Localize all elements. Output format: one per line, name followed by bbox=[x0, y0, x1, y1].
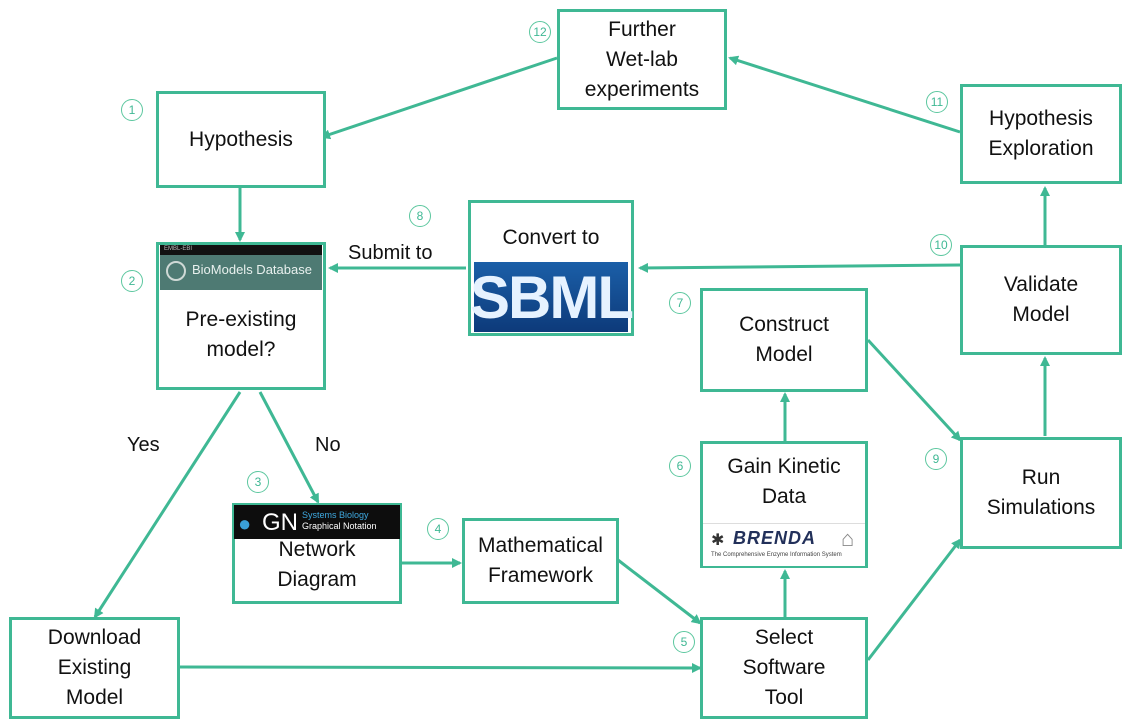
sbgn-icon: ● bbox=[238, 511, 252, 536]
biomodels-text: BioModels Database bbox=[192, 262, 312, 277]
arrow-exploration-to-wetlab bbox=[728, 55, 961, 134]
step-number-1: 1 bbox=[121, 99, 143, 121]
biomodels-top-text: EMBL-EBI bbox=[164, 246, 193, 252]
brenda-tower-icon: ⌂ bbox=[841, 526, 855, 551]
sbgn-line1: Systems Biology bbox=[302, 510, 369, 520]
run-simulations-label: Run Simulations bbox=[986, 466, 1096, 519]
biomodels-logo: EMBL-EBI BioModels Database bbox=[160, 245, 322, 290]
validate-label: Validate Model bbox=[1003, 273, 1079, 326]
construct-label: Construct Model bbox=[739, 313, 829, 366]
step-number-4: 4 bbox=[427, 518, 449, 540]
pre-existing-label: Pre-existing model? bbox=[185, 308, 297, 361]
biomodels-icon bbox=[166, 261, 186, 281]
arrow-construct-to-run bbox=[866, 338, 962, 442]
run-simulations-box: Run Simulations bbox=[960, 437, 1122, 549]
arrow-validate-to-sbml bbox=[638, 262, 961, 273]
validate-box: Validate Model bbox=[960, 245, 1122, 355]
step-number-2: 2 bbox=[121, 270, 143, 292]
math-framework-box: Mathematical Framework bbox=[462, 518, 619, 604]
wetlab-label: Further Wet-lab experiments bbox=[584, 17, 700, 101]
sbml-logo: SBML bbox=[470, 262, 634, 332]
brenda-icon: ✱ bbox=[711, 532, 725, 549]
download-model-box: Download Existing Model bbox=[9, 617, 180, 719]
arrow-wetlab-to-hypothesis bbox=[320, 56, 558, 140]
step-number-9: 9 bbox=[925, 448, 947, 470]
arrow-select-to-run bbox=[866, 538, 962, 661]
brenda-logo: ✱ BRENDA The Comprehensive Enzyme Inform… bbox=[703, 523, 865, 566]
step-number-12: 12 bbox=[529, 21, 551, 43]
convert-label: Convert to bbox=[502, 226, 600, 249]
no-label: No bbox=[315, 434, 341, 456]
arrow-no-to-network bbox=[258, 391, 320, 504]
step-number-5: 5 bbox=[673, 631, 695, 653]
step-number-6: 6 bbox=[669, 455, 691, 477]
step-number-8: 8 bbox=[409, 205, 431, 227]
wetlab-box: Further Wet-lab experiments bbox=[557, 9, 727, 110]
submit-to-label: Submit to bbox=[348, 242, 433, 264]
network-diagram-label: Network Diagram bbox=[277, 538, 357, 591]
hypothesis-label: Hypothesis bbox=[189, 127, 293, 151]
hypothesis-box: Hypothesis bbox=[156, 91, 326, 188]
arrow-yes-to-download bbox=[93, 391, 242, 619]
arrow-math-to-select bbox=[617, 558, 702, 625]
step-number-10: 10 bbox=[930, 234, 952, 256]
select-software-label: Select Software Tool bbox=[742, 626, 826, 709]
brenda-subtitle: The Comprehensive Enzyme Information Sys… bbox=[711, 552, 842, 558]
download-model-label: Download Existing Model bbox=[47, 626, 142, 709]
hypothesis-exploration-box: Hypothesis Exploration bbox=[960, 84, 1122, 184]
yes-label: Yes bbox=[127, 434, 160, 456]
step-number-11: 11 bbox=[926, 91, 948, 113]
construct-box: Construct Model bbox=[700, 288, 868, 392]
gain-kinetic-label: Gain Kinetic Data bbox=[727, 455, 841, 508]
step-number-7: 7 bbox=[669, 292, 691, 314]
hypothesis-exploration-label: Hypothesis Exploration bbox=[988, 107, 1094, 160]
sbgn-line2: Graphical Notation bbox=[302, 521, 377, 531]
sbgn-main-text: GN bbox=[262, 509, 298, 536]
select-software-box: Select Software Tool bbox=[700, 617, 868, 719]
brenda-text: BRENDA bbox=[733, 528, 817, 548]
step-number-3: 3 bbox=[247, 471, 269, 493]
math-framework-label: Mathematical Framework bbox=[478, 534, 603, 587]
arrow-download-to-select bbox=[179, 662, 702, 673]
